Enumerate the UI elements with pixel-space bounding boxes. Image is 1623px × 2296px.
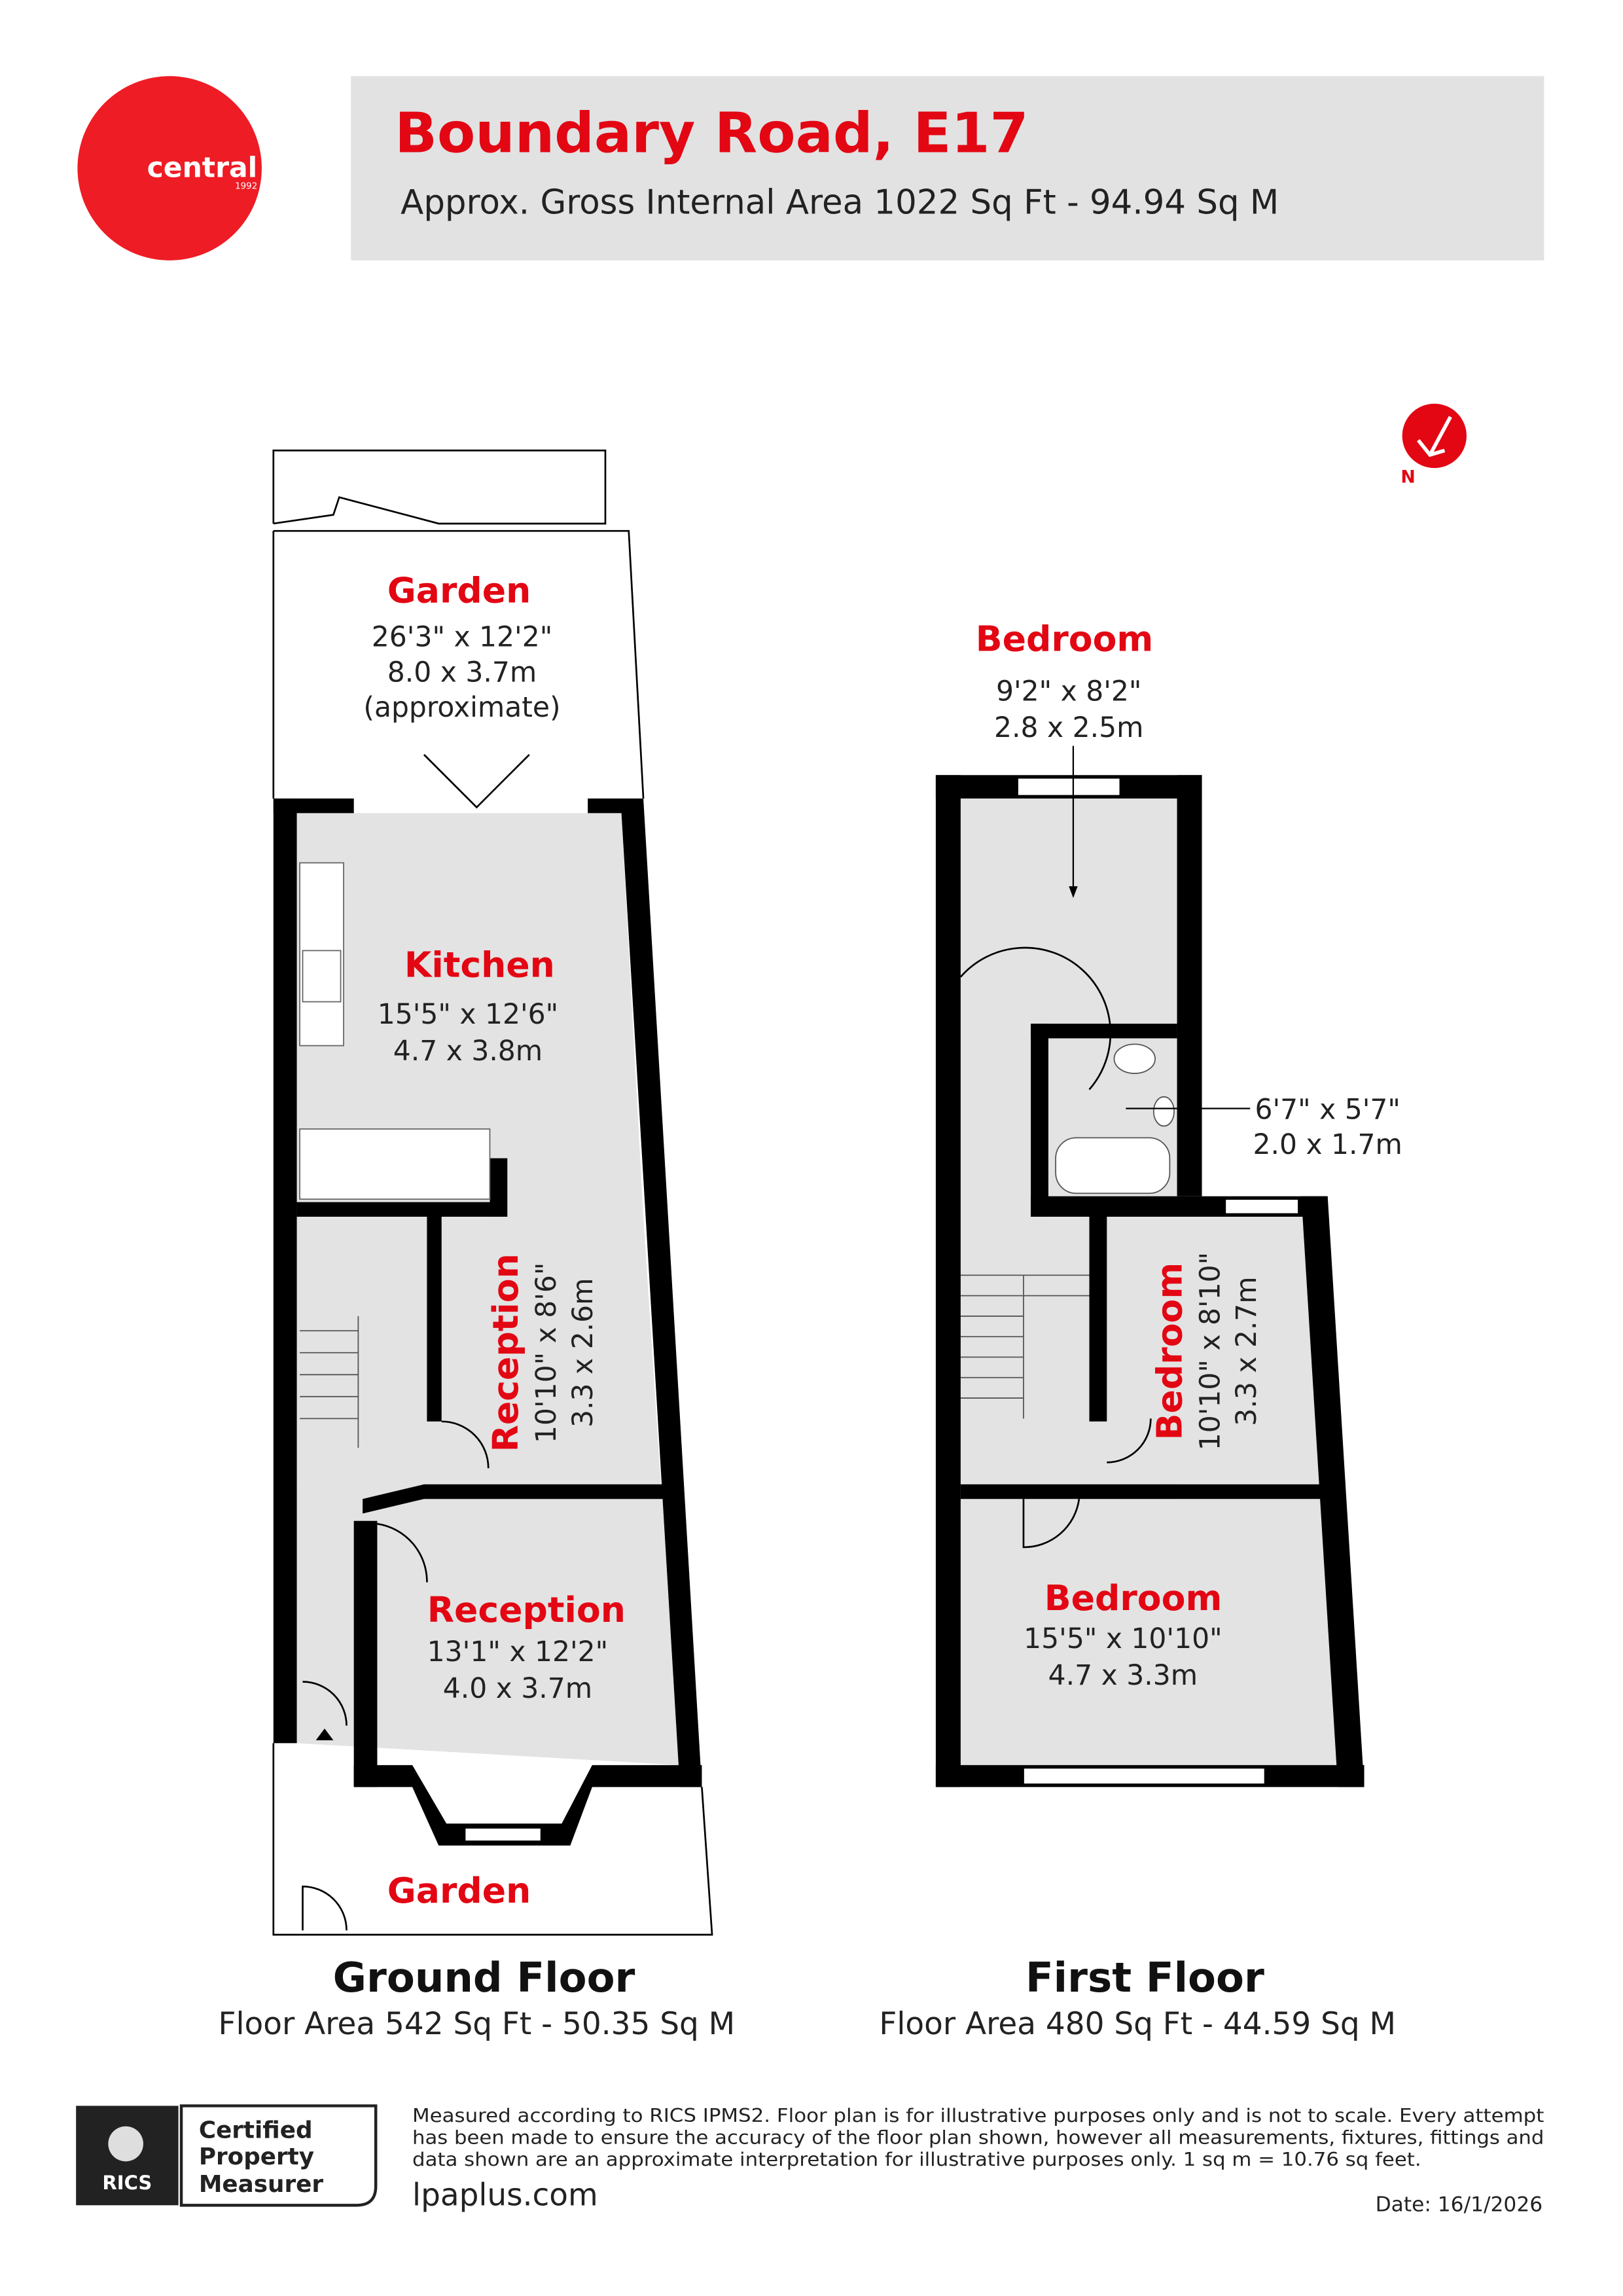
room-size-metric: 2.8 x 2.5m xyxy=(994,712,1143,744)
floor-title: First Floor xyxy=(1026,1954,1264,2001)
room-size-imperial: 10'10" x 8'6" xyxy=(531,1263,563,1443)
room-name: Garden xyxy=(387,1870,531,1911)
room-size-imperial: 26'3" x 12'2" xyxy=(372,622,552,654)
logo-text: central xyxy=(147,152,258,184)
gross-area: Approx. Gross Internal Area 1022 Sq Ft -… xyxy=(401,183,1279,222)
disclaimer-line: Measured according to RICS IPMS2. Floor … xyxy=(412,2105,1544,2126)
room-name: Reception xyxy=(427,1589,626,1630)
room-note: (approximate) xyxy=(363,692,560,724)
room-size-imperial: 15'5" x 10'10" xyxy=(1024,1623,1222,1655)
floor-area: Floor Area 542 Sq Ft - 50.35 Sq M xyxy=(219,2006,736,2042)
room-name: Bedroom xyxy=(1044,1577,1222,1619)
brand-logo: central 1992 xyxy=(77,76,262,260)
room-size-imperial: 6'7" x 5'7" xyxy=(1255,1094,1400,1126)
room-name: Bedroom xyxy=(1149,1263,1190,1441)
badge-line: Measurer xyxy=(199,2171,323,2198)
rics-text: RICS xyxy=(102,2172,152,2194)
room-size-metric: 4.0 x 3.7m xyxy=(443,1673,592,1705)
badge-line: Certified xyxy=(199,2117,313,2144)
room-size-imperial: 15'5" x 12'6" xyxy=(378,999,558,1031)
north-arrow-icon: N xyxy=(1400,403,1467,487)
room-size-metric: 3.3 x 2.6m xyxy=(567,1278,599,1427)
disclaimer-line: has been made to ensure the accuracy of … xyxy=(412,2127,1544,2149)
plan-date: Date: 16/1/2026 xyxy=(1376,2193,1543,2216)
north-label: N xyxy=(1400,467,1415,487)
room-size-metric: 2.0 x 1.7m xyxy=(1253,1129,1402,1161)
first-floor-plan: Bedroom 9'2" x 8'2" 2.8 x 2.5m 6'7" x 5'… xyxy=(879,618,1402,2042)
disclaimer-line: data shown are an approximate interpreta… xyxy=(412,2149,1421,2170)
ground-floor-plan: Garden 26'3" x 12'2" 8.0 x 3.7m (approxi… xyxy=(219,449,736,2042)
room-size-imperial: 10'10" x 8'10" xyxy=(1194,1252,1226,1450)
room-size-metric: 4.7 x 3.8m xyxy=(393,1035,543,1067)
room-size-metric: 4.7 x 3.3m xyxy=(1048,1660,1198,1692)
room-size-imperial: 9'2" x 8'2" xyxy=(996,675,1141,708)
badge-line: Property xyxy=(199,2144,314,2170)
property-title: Boundary Road, E17 xyxy=(395,101,1028,166)
room-name: Garden xyxy=(387,570,531,611)
header-band xyxy=(351,76,1544,260)
room-name: Reception xyxy=(485,1253,526,1452)
website-link[interactable]: lpaplus.com xyxy=(412,2177,598,2213)
logo-year: 1992 xyxy=(235,181,257,191)
room-size-metric: 3.3 x 2.7m xyxy=(1231,1276,1263,1426)
room-name: Kitchen xyxy=(404,944,555,986)
floor-title: Ground Floor xyxy=(333,1954,635,2001)
room-size-metric: 8.0 x 3.7m xyxy=(387,656,537,689)
floor-area: Floor Area 480 Sq Ft - 44.59 Sq M xyxy=(879,2006,1396,2042)
rics-badge: RICS Certified Property Measurer xyxy=(76,2104,378,2207)
room-name: Bedroom xyxy=(976,618,1154,659)
room-size-imperial: 13'1" x 12'2" xyxy=(427,1636,608,1668)
